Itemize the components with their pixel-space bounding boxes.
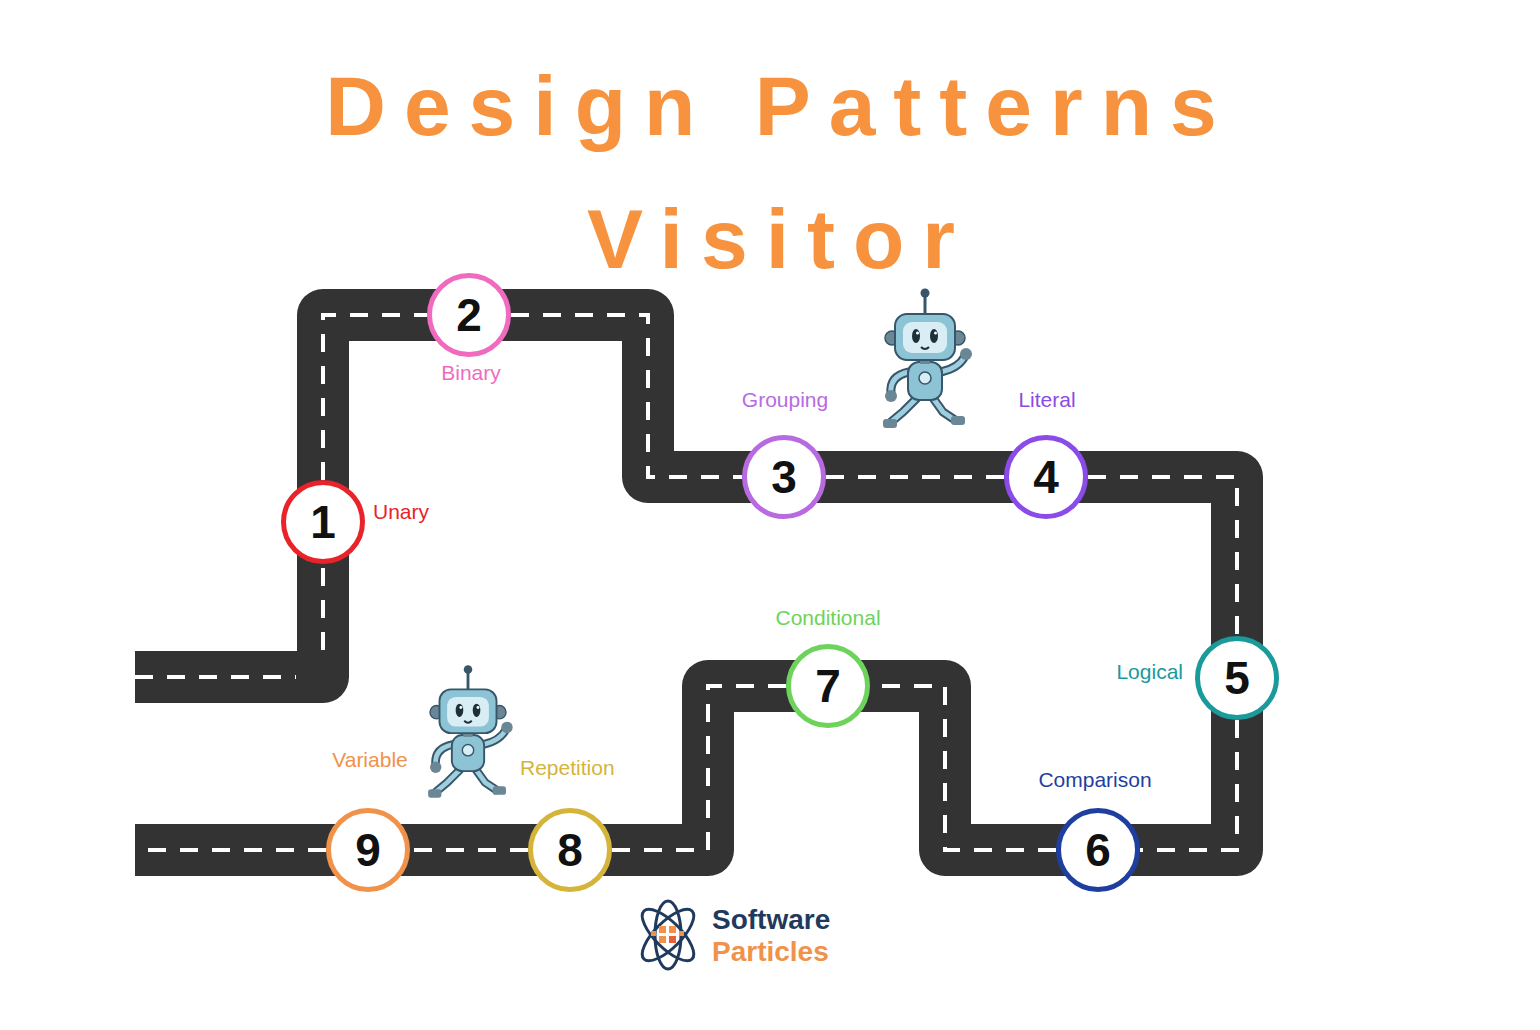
road-connector	[826, 475, 1004, 479]
robot-figure	[428, 665, 513, 798]
step-label: Variable	[332, 748, 408, 772]
title: Design Patterns Visitor	[180, 40, 1380, 306]
step-circle: 4Literal	[1004, 435, 1088, 519]
step-circle: 3Grouping	[742, 435, 826, 519]
road-connector	[1088, 477, 1237, 636]
step-label: Logical	[1116, 660, 1183, 684]
road-dashes	[135, 848, 326, 852]
step-circle: 8Repetition	[528, 808, 612, 892]
step-circle: 6Comparison	[1056, 808, 1140, 892]
step-circle: 7Conditional	[786, 644, 870, 728]
step-number: 1	[310, 499, 336, 545]
robot-figure	[883, 289, 972, 429]
step-number: 2	[456, 292, 482, 338]
step-label: Unary	[373, 500, 429, 524]
step-label: Comparison	[1038, 768, 1151, 792]
step-label: Grouping	[742, 388, 828, 412]
logo-text: Software	[712, 905, 830, 936]
road-dashes	[135, 565, 323, 677]
step-label: Literal	[1018, 388, 1075, 412]
step-number: 5	[1224, 655, 1250, 701]
step-number: 3	[771, 454, 797, 500]
road-connector	[870, 686, 1056, 850]
logo-icon	[635, 901, 701, 969]
step-number: 9	[355, 827, 381, 873]
step-circle: 9Variable	[326, 808, 410, 892]
road-connector	[1140, 720, 1237, 850]
step-circle: 2Binary	[427, 273, 511, 357]
road-connector	[410, 848, 528, 852]
road-surface	[135, 315, 1237, 850]
step-label: Binary	[441, 361, 501, 385]
step-number: 7	[815, 663, 841, 709]
step-circle: 5Logical	[1195, 636, 1279, 720]
step-number: 4	[1033, 454, 1059, 500]
step-number: 6	[1085, 827, 1111, 873]
road-connector	[511, 315, 742, 477]
road-connector	[323, 315, 427, 480]
step-number: 8	[557, 827, 583, 873]
step-circle: 1Unary	[281, 480, 365, 564]
step-label: Conditional	[775, 606, 880, 630]
road-connector	[612, 686, 786, 850]
logo-text: Particles	[712, 937, 829, 968]
step-label: Repetition	[520, 756, 615, 780]
